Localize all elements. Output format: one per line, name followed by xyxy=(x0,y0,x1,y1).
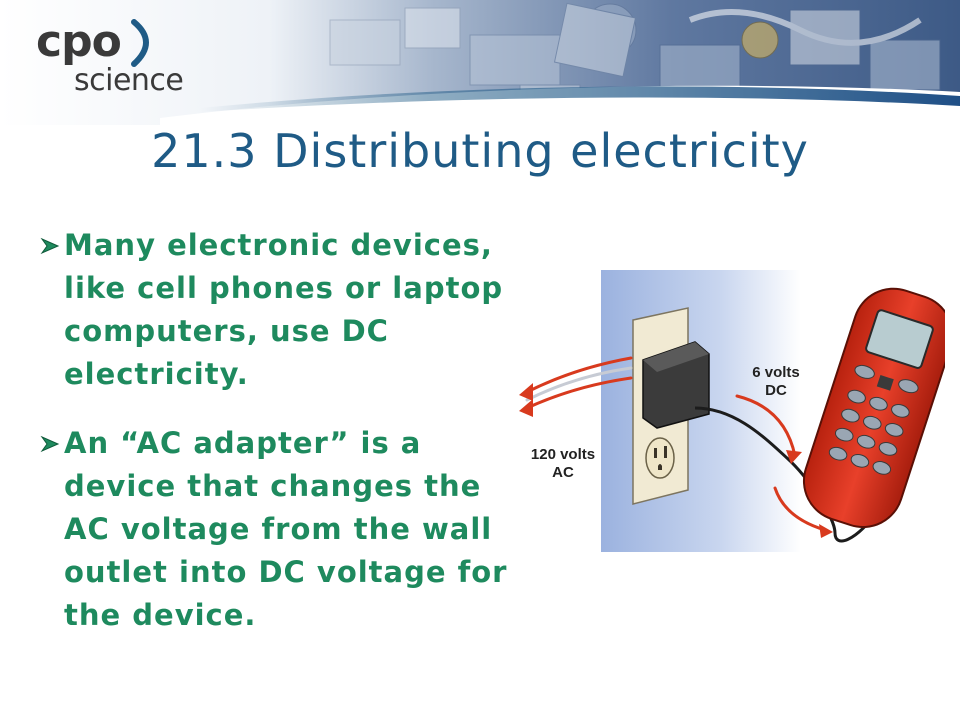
bullet-list: Many electronic devices, like cell phone… xyxy=(40,224,510,637)
bullet-item: An “AC adapter” is a device that changes… xyxy=(40,422,510,637)
bullet-text: Many electronic devices, like cell phone… xyxy=(64,228,504,391)
ac-voltage-label: 120 volts AC xyxy=(513,446,613,482)
cpo-science-logo: cpo science xyxy=(30,14,220,98)
logo-cpo-text: cpo xyxy=(36,16,122,67)
banner-collage-image xyxy=(0,0,960,125)
slide-title: 21.3 Distributing electricity xyxy=(151,124,809,178)
dc-voltage-type: DC xyxy=(765,382,787,399)
ac-adapter-illustration: 120 volts AC 6 volts DC xyxy=(505,268,954,568)
bullet-arrow-icon xyxy=(40,435,60,453)
dc-voltage-label: 6 volts DC xyxy=(731,364,821,400)
bullet-arrow-icon xyxy=(40,237,60,255)
header-banner: cpo science xyxy=(0,0,960,125)
adapter-diagram-image xyxy=(519,270,954,552)
dc-voltage-value: 6 volts xyxy=(752,364,800,381)
ac-voltage-type: AC xyxy=(552,464,574,481)
ac-voltage-value: 120 volts xyxy=(530,446,596,463)
logo-arc-icon xyxy=(131,19,149,67)
logo-science-text: science xyxy=(74,63,184,98)
bullet-item: Many electronic devices, like cell phone… xyxy=(40,224,510,396)
bullet-text: An “AC adapter” is a device that changes… xyxy=(64,426,508,632)
